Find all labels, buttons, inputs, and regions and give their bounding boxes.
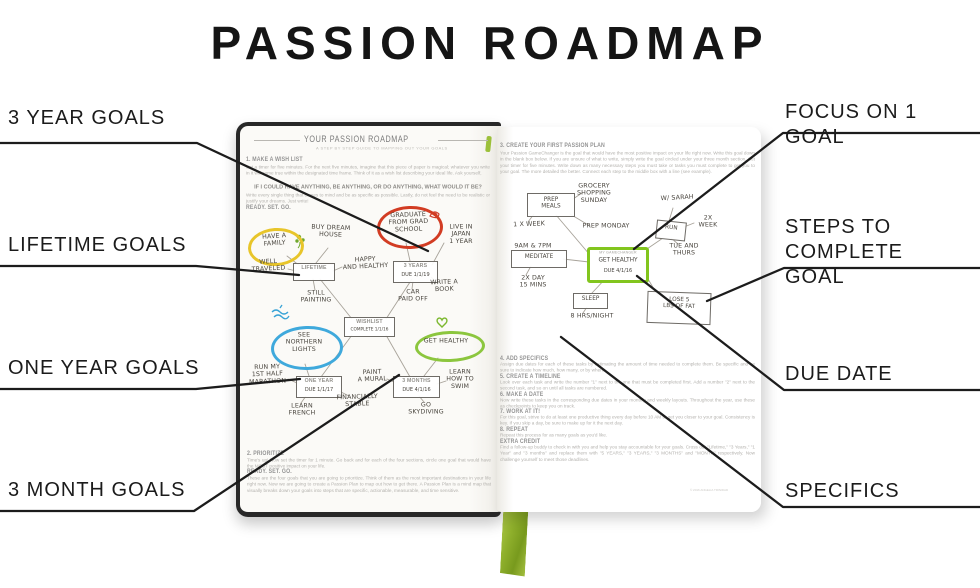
section2-ready: READY. SET. GO. [247, 467, 292, 475]
node-car-paid-off: CAR PAID OFF [398, 287, 428, 303]
node-1x-week: 1 X WEEK [513, 219, 546, 228]
section8-heading: 8. REPEAT [500, 425, 528, 433]
node-live-in-japan: LIVE IN JAPAN 1 YEAR [449, 222, 473, 245]
box-lose-5-lbs: LOSE 5 LBS OF FAT [646, 290, 712, 326]
callout-3-year-goals: 3 YEAR GOALS [8, 107, 166, 129]
node-happy-and-healthy: HAPPY AND HEALTHY [342, 254, 389, 271]
section8-body: Repeat this process for as many goals as… [500, 432, 608, 438]
node-have-a-family: HAVE A FAMILY [261, 231, 287, 248]
gamechanger-box: MY GAMECHANGER GET HEALTHY DUE 4/1/16 [587, 247, 649, 283]
left-page-header: YOUR PASSION ROADMAP [304, 134, 409, 144]
section1-question: IF I COULD HAVE ANYTHING, BE ANYTHING, O… [254, 184, 482, 190]
box-meditate: MEDITATE [511, 250, 567, 268]
box-prep-meals: PREP MEALS [527, 193, 575, 217]
node-grocery-shopping: GROCERY SHOPPING SUNDAY [577, 181, 611, 204]
box-wishlist: WISHLIST COMPLETE 1/1/16 [344, 317, 395, 337]
node-2x-week: 2X WEEK [698, 213, 718, 229]
node-get-healthy-circled: GET HEALTHY [423, 336, 469, 344]
callout-lifetime-goals: LIFETIME GOALS [8, 234, 187, 256]
callout-one-year-goals: ONE YEAR GOALS [8, 357, 200, 379]
node-grad-school: GRADUATE FROM GRAD SCHOOL [388, 209, 429, 233]
section5-heading: 5. CREATE A TIMELINE [500, 372, 561, 380]
box-sleep: SLEEP [573, 293, 608, 309]
section1-body: Set a timer for five minutes. For the ne… [246, 164, 490, 176]
node-prep-monday: PREP MONDAY [582, 221, 630, 229]
node-financially-stable: FINANCIALLY STABLE [336, 391, 378, 408]
section7-body: For this goal, strive to do at least one… [500, 414, 755, 426]
node-9am-7pm: 9AM & 7PM [514, 241, 552, 249]
section6-heading: 6. MAKE A DATE [500, 390, 544, 398]
section2-body2: These are the four goals that you are go… [247, 475, 491, 493]
section1-heading: 1. MAKE A WISH LIST [246, 155, 303, 163]
section2-heading: 2. PRIORITIZE [247, 449, 285, 457]
box-run: RUN [655, 219, 687, 242]
node-learn-how-to-swim: LEARN HOW TO SWIM [446, 367, 474, 390]
callout-due-date: DUE DATE [785, 363, 893, 385]
node-learn-french: LEARN FRENCH [288, 401, 316, 417]
callout-specifics: SPECIFICS [785, 480, 900, 502]
node-northern-lights: SEE NORTHERN LIGHTS [285, 330, 323, 353]
node-go-skydiving: GO SKYDIVING [408, 400, 444, 416]
callout-focus-on-1-goal: FOCUS ON 1 GOAL [785, 101, 918, 148]
section1-ready: READY. SET. GO. [246, 203, 291, 211]
section3-heading: 3. CREATE YOUR FIRST PASSION PLAN [500, 141, 605, 149]
box-lifetime: LIFETIME [293, 263, 335, 281]
node-tue-and-thurs: TUE AND THURS [669, 241, 699, 257]
node-still-painting: STILL PAINTING [300, 288, 332, 304]
extra-credit-heading: EXTRA CREDIT [500, 437, 541, 445]
node-half-marathon: RUN MY 1ST HALF MARATHON [248, 362, 287, 386]
box-3-years: 3 YEARS DUE 1/1/19 [393, 261, 438, 283]
section3-body: Your Passion GameChanger is the goal tha… [500, 150, 755, 174]
box-3-months: 3 MONTHS DUE 4/1/16 [393, 376, 440, 398]
section4-heading: 4. ADD SPECIFICS [500, 354, 549, 362]
node-buy-dream-house: BUY DREAM HOUSE [311, 222, 351, 239]
copyright-text: © 2016 ANGELIA TRINIDAD [690, 489, 729, 492]
left-page-subheader: A STEP BY STEP GUIDE TO MAPPING OUT YOUR… [316, 146, 448, 151]
node-2x-day-15-mins: 2X DAY 15 MINS [519, 273, 547, 289]
node-well-traveled: WELL TRAVELED [251, 256, 286, 273]
callout-steps-to-complete-goal: STEPS TO COMPLETE GOAL [785, 216, 904, 288]
extra-credit-body: Find a follow-up buddy to check in with … [500, 444, 755, 462]
node-paint-a-mural: PAINT A MURAL [357, 367, 388, 384]
node-8-hrs-night: 8 HRS/NIGHT [570, 311, 614, 319]
page-title: PASSION ROADMAP [210, 17, 770, 69]
callout-3-month-goals: 3 MONTH GOALS [8, 479, 186, 501]
section7-heading: 7. WORK AT IT! [500, 407, 541, 415]
